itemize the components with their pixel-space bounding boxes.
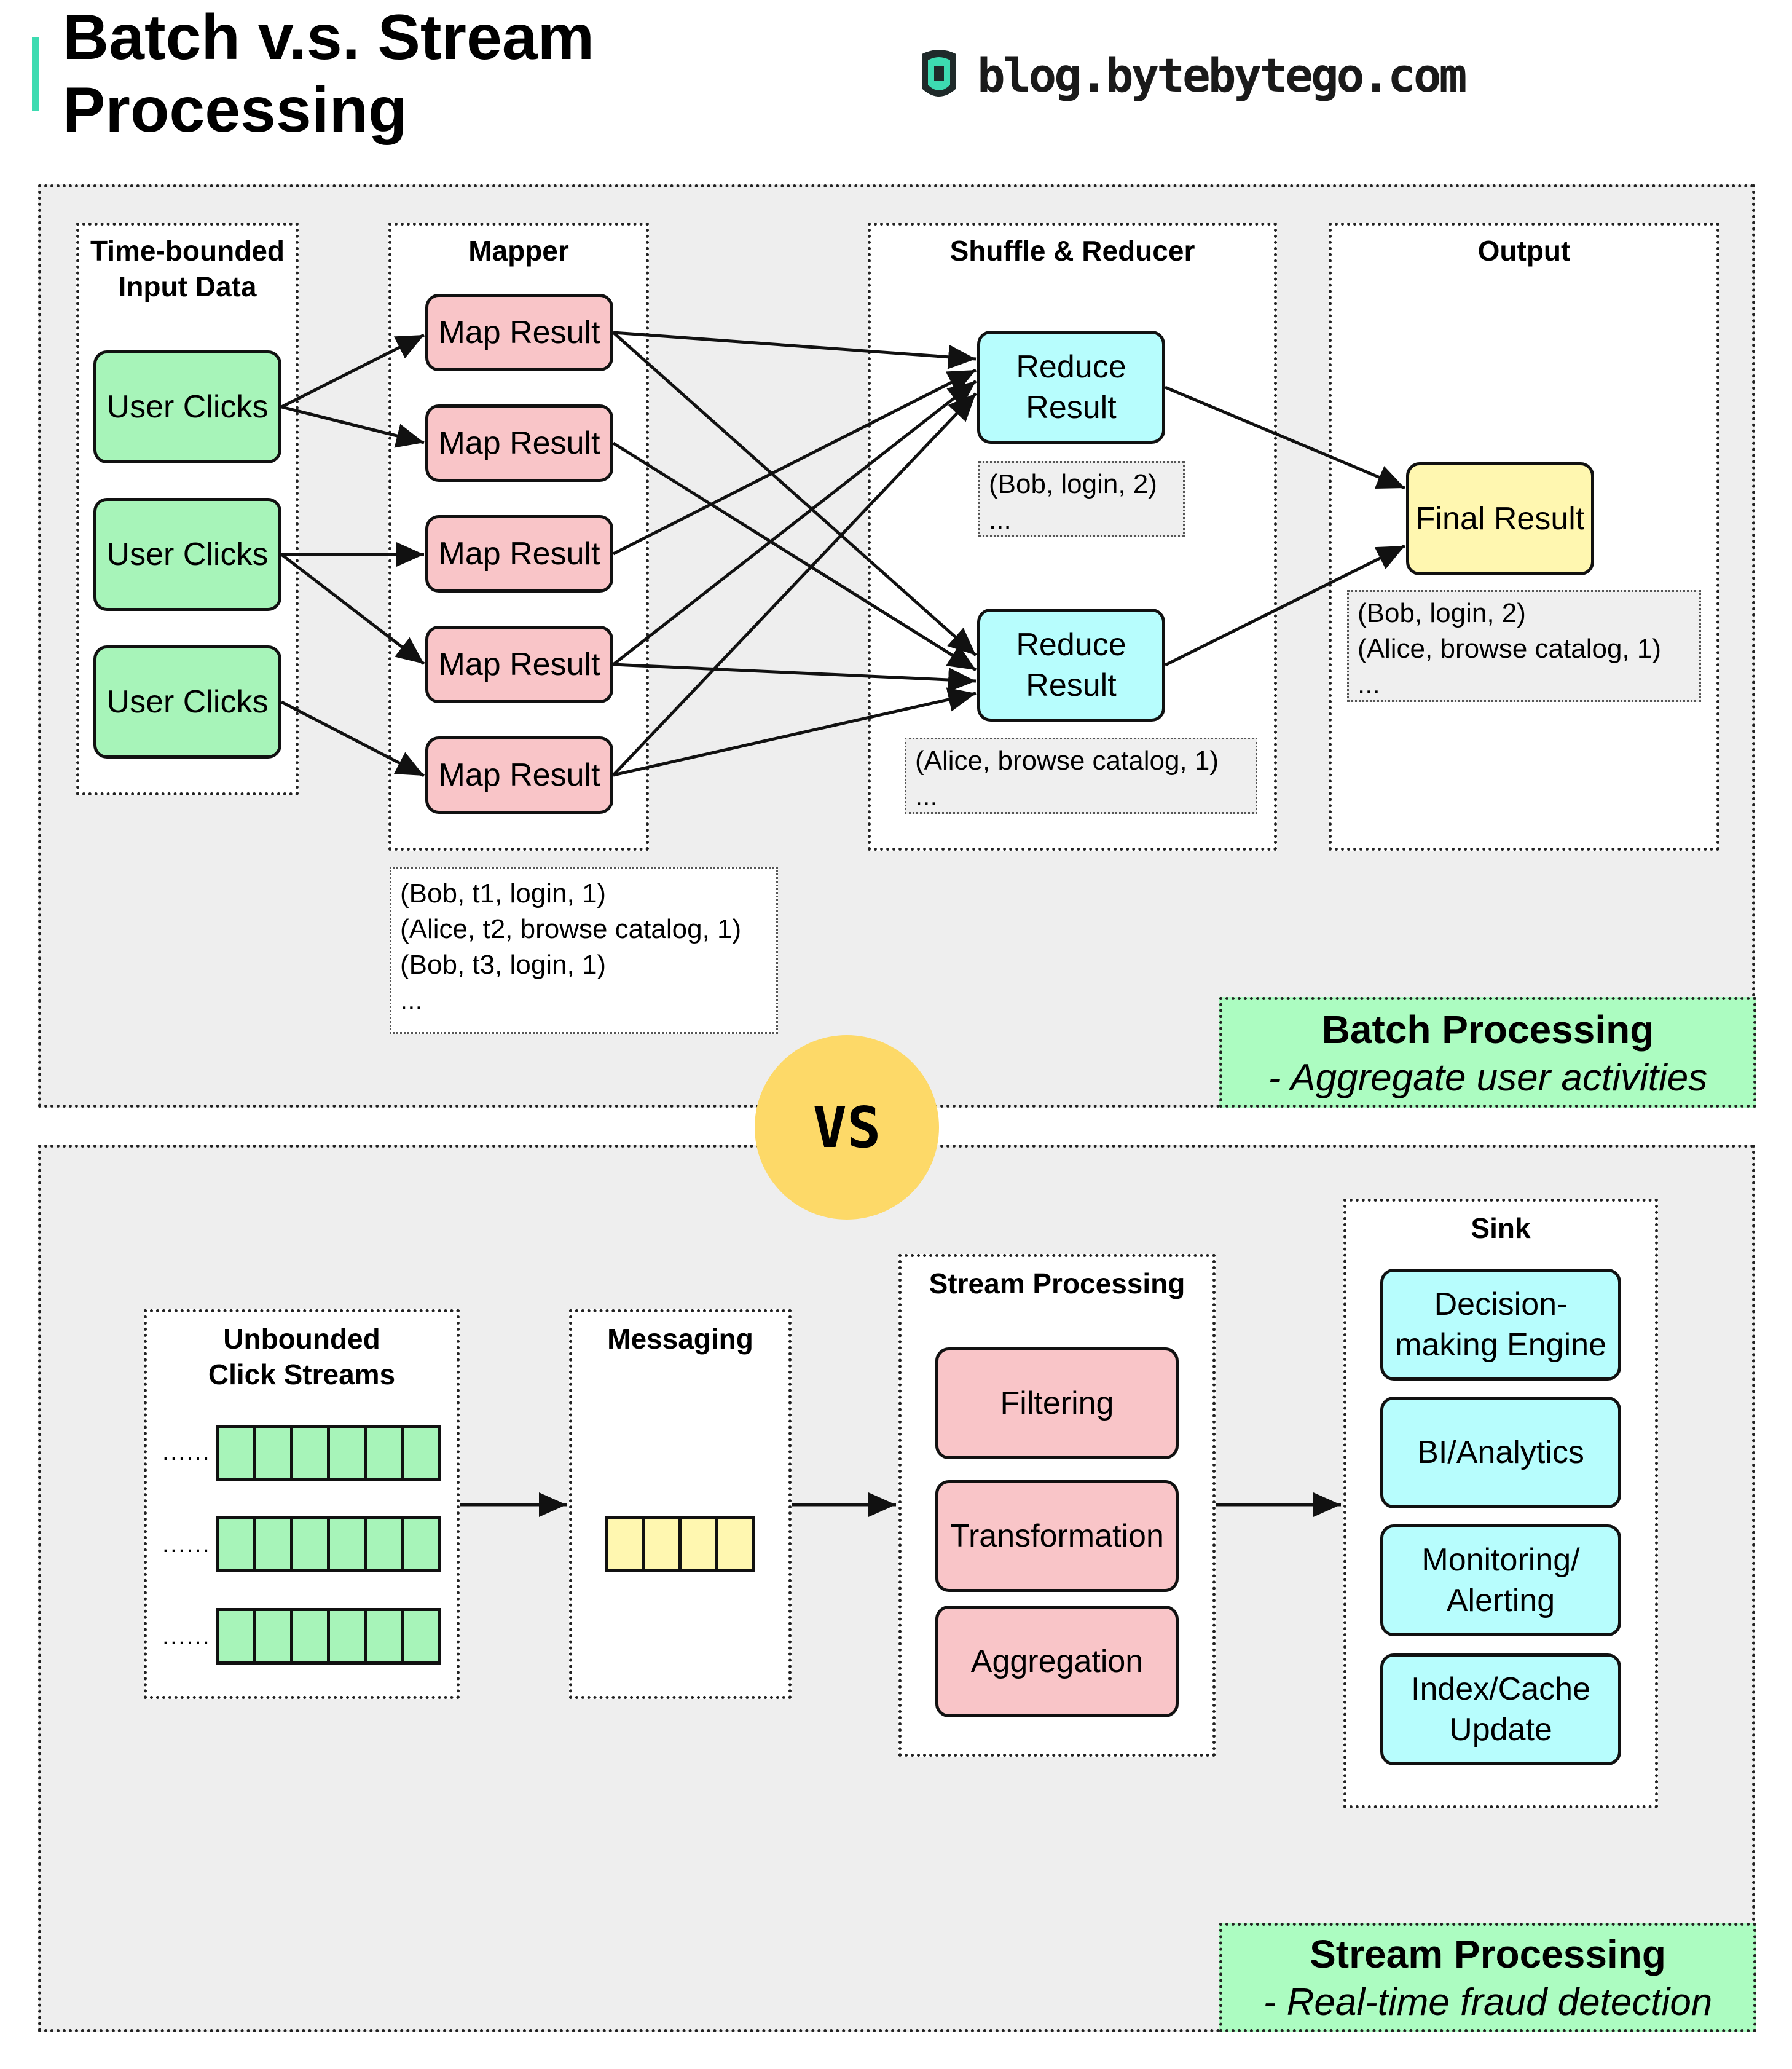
page-title: Batch v.s. Stream Processing bbox=[63, 1, 677, 146]
user-clicks-node: User Clicks bbox=[93, 645, 281, 759]
click-stream-queue bbox=[216, 1608, 441, 1665]
messaging-title: Messaging bbox=[607, 1323, 753, 1355]
map-result-node: Map Result bbox=[425, 626, 613, 703]
shuffle-reducer-title: Shuffle & Reducer bbox=[949, 235, 1195, 267]
stream-continuation-dots: ...... bbox=[162, 1438, 211, 1465]
batch-processing-tag: Batch Processing - Aggregate user activi… bbox=[1219, 997, 1756, 1108]
user-clicks-node: User Clicks bbox=[93, 350, 281, 463]
arrow bbox=[612, 380, 977, 666]
mapper-output-note: (Bob, t1, login, 1) (Alice, t2, browse c… bbox=[390, 867, 778, 1034]
output-note: (Bob, login, 2) (Alice, browse catalog, … bbox=[1347, 590, 1701, 702]
click-stream-queue bbox=[216, 1516, 441, 1572]
map-result-node: Map Result bbox=[425, 404, 613, 482]
input-data-title: Time-bounded Input Data bbox=[79, 233, 296, 304]
title-line-2: Processing bbox=[63, 74, 407, 146]
transformation-step: Transformation bbox=[935, 1480, 1179, 1592]
stream-continuation-dots: ...... bbox=[162, 1623, 211, 1650]
reduce-note-1: (Bob, login, 2) ... bbox=[978, 461, 1185, 537]
arrow bbox=[1165, 385, 1405, 490]
arrow bbox=[612, 368, 977, 556]
stream-processing-title: Stream Processing bbox=[929, 1267, 1185, 1299]
message-queue bbox=[605, 1516, 755, 1572]
arrow bbox=[613, 663, 977, 692]
click-stream-queue bbox=[216, 1425, 441, 1481]
mapper-title: Mapper bbox=[468, 235, 569, 267]
arrow bbox=[280, 333, 425, 409]
bytebytego-logo-icon bbox=[922, 50, 956, 97]
arrow bbox=[612, 331, 977, 656]
input-title-line-2: Input Data bbox=[118, 270, 257, 302]
arrow bbox=[613, 331, 977, 369]
arrow bbox=[612, 441, 977, 672]
bi-analytics-sink: BI/Analytics bbox=[1380, 1397, 1621, 1508]
sink-title: Sink bbox=[1471, 1212, 1531, 1244]
title-line-1: Batch v.s. Stream bbox=[63, 2, 595, 73]
input-title-line-1: Time-bounded bbox=[90, 235, 285, 267]
title-accent-bar bbox=[32, 37, 39, 111]
output-title: Output bbox=[1477, 235, 1571, 267]
messaging-group: Messaging bbox=[569, 1309, 792, 1699]
reduce-note-2: (Alice, browse catalog, 1) ... bbox=[905, 738, 1257, 814]
arrow bbox=[281, 405, 425, 448]
arrow bbox=[613, 687, 977, 777]
arrow bbox=[1164, 544, 1406, 667]
map-result-node: Map Result bbox=[425, 294, 613, 371]
aggregation-step: Aggregation bbox=[935, 1606, 1179, 1717]
filtering-step: Filtering bbox=[935, 1347, 1179, 1459]
stream-continuation-dots: ...... bbox=[162, 1531, 211, 1558]
batch-tag-title: Batch Processing bbox=[1321, 1007, 1654, 1052]
arrow bbox=[280, 700, 425, 778]
site-url[interactable]: blog.bytebytego.com bbox=[977, 48, 1467, 103]
map-result-node: Map Result bbox=[425, 736, 613, 814]
stream-tag-title: Stream Processing bbox=[1310, 1932, 1666, 1976]
arrow bbox=[612, 392, 977, 776]
batch-tag-subtitle: - Aggregate user activities bbox=[1268, 1057, 1708, 1099]
monitoring-alerting-sink: Monitoring/Alerting bbox=[1380, 1524, 1621, 1636]
final-result-node: Final Result bbox=[1406, 462, 1594, 575]
map-result-node: Map Result bbox=[425, 515, 613, 593]
vs-badge: VS bbox=[755, 1035, 939, 1220]
stream-processing-tag: Stream Processing - Real-time fraud dete… bbox=[1219, 1923, 1756, 2032]
unbounded-title: Unbounded Click Streams bbox=[208, 1323, 396, 1390]
arrow bbox=[280, 553, 425, 665]
user-clicks-node: User Clicks bbox=[93, 498, 281, 611]
decision-engine-sink: Decision-making Engine bbox=[1380, 1269, 1621, 1381]
stream-tag-subtitle: - Real-time fraud detection bbox=[1263, 1981, 1713, 2024]
